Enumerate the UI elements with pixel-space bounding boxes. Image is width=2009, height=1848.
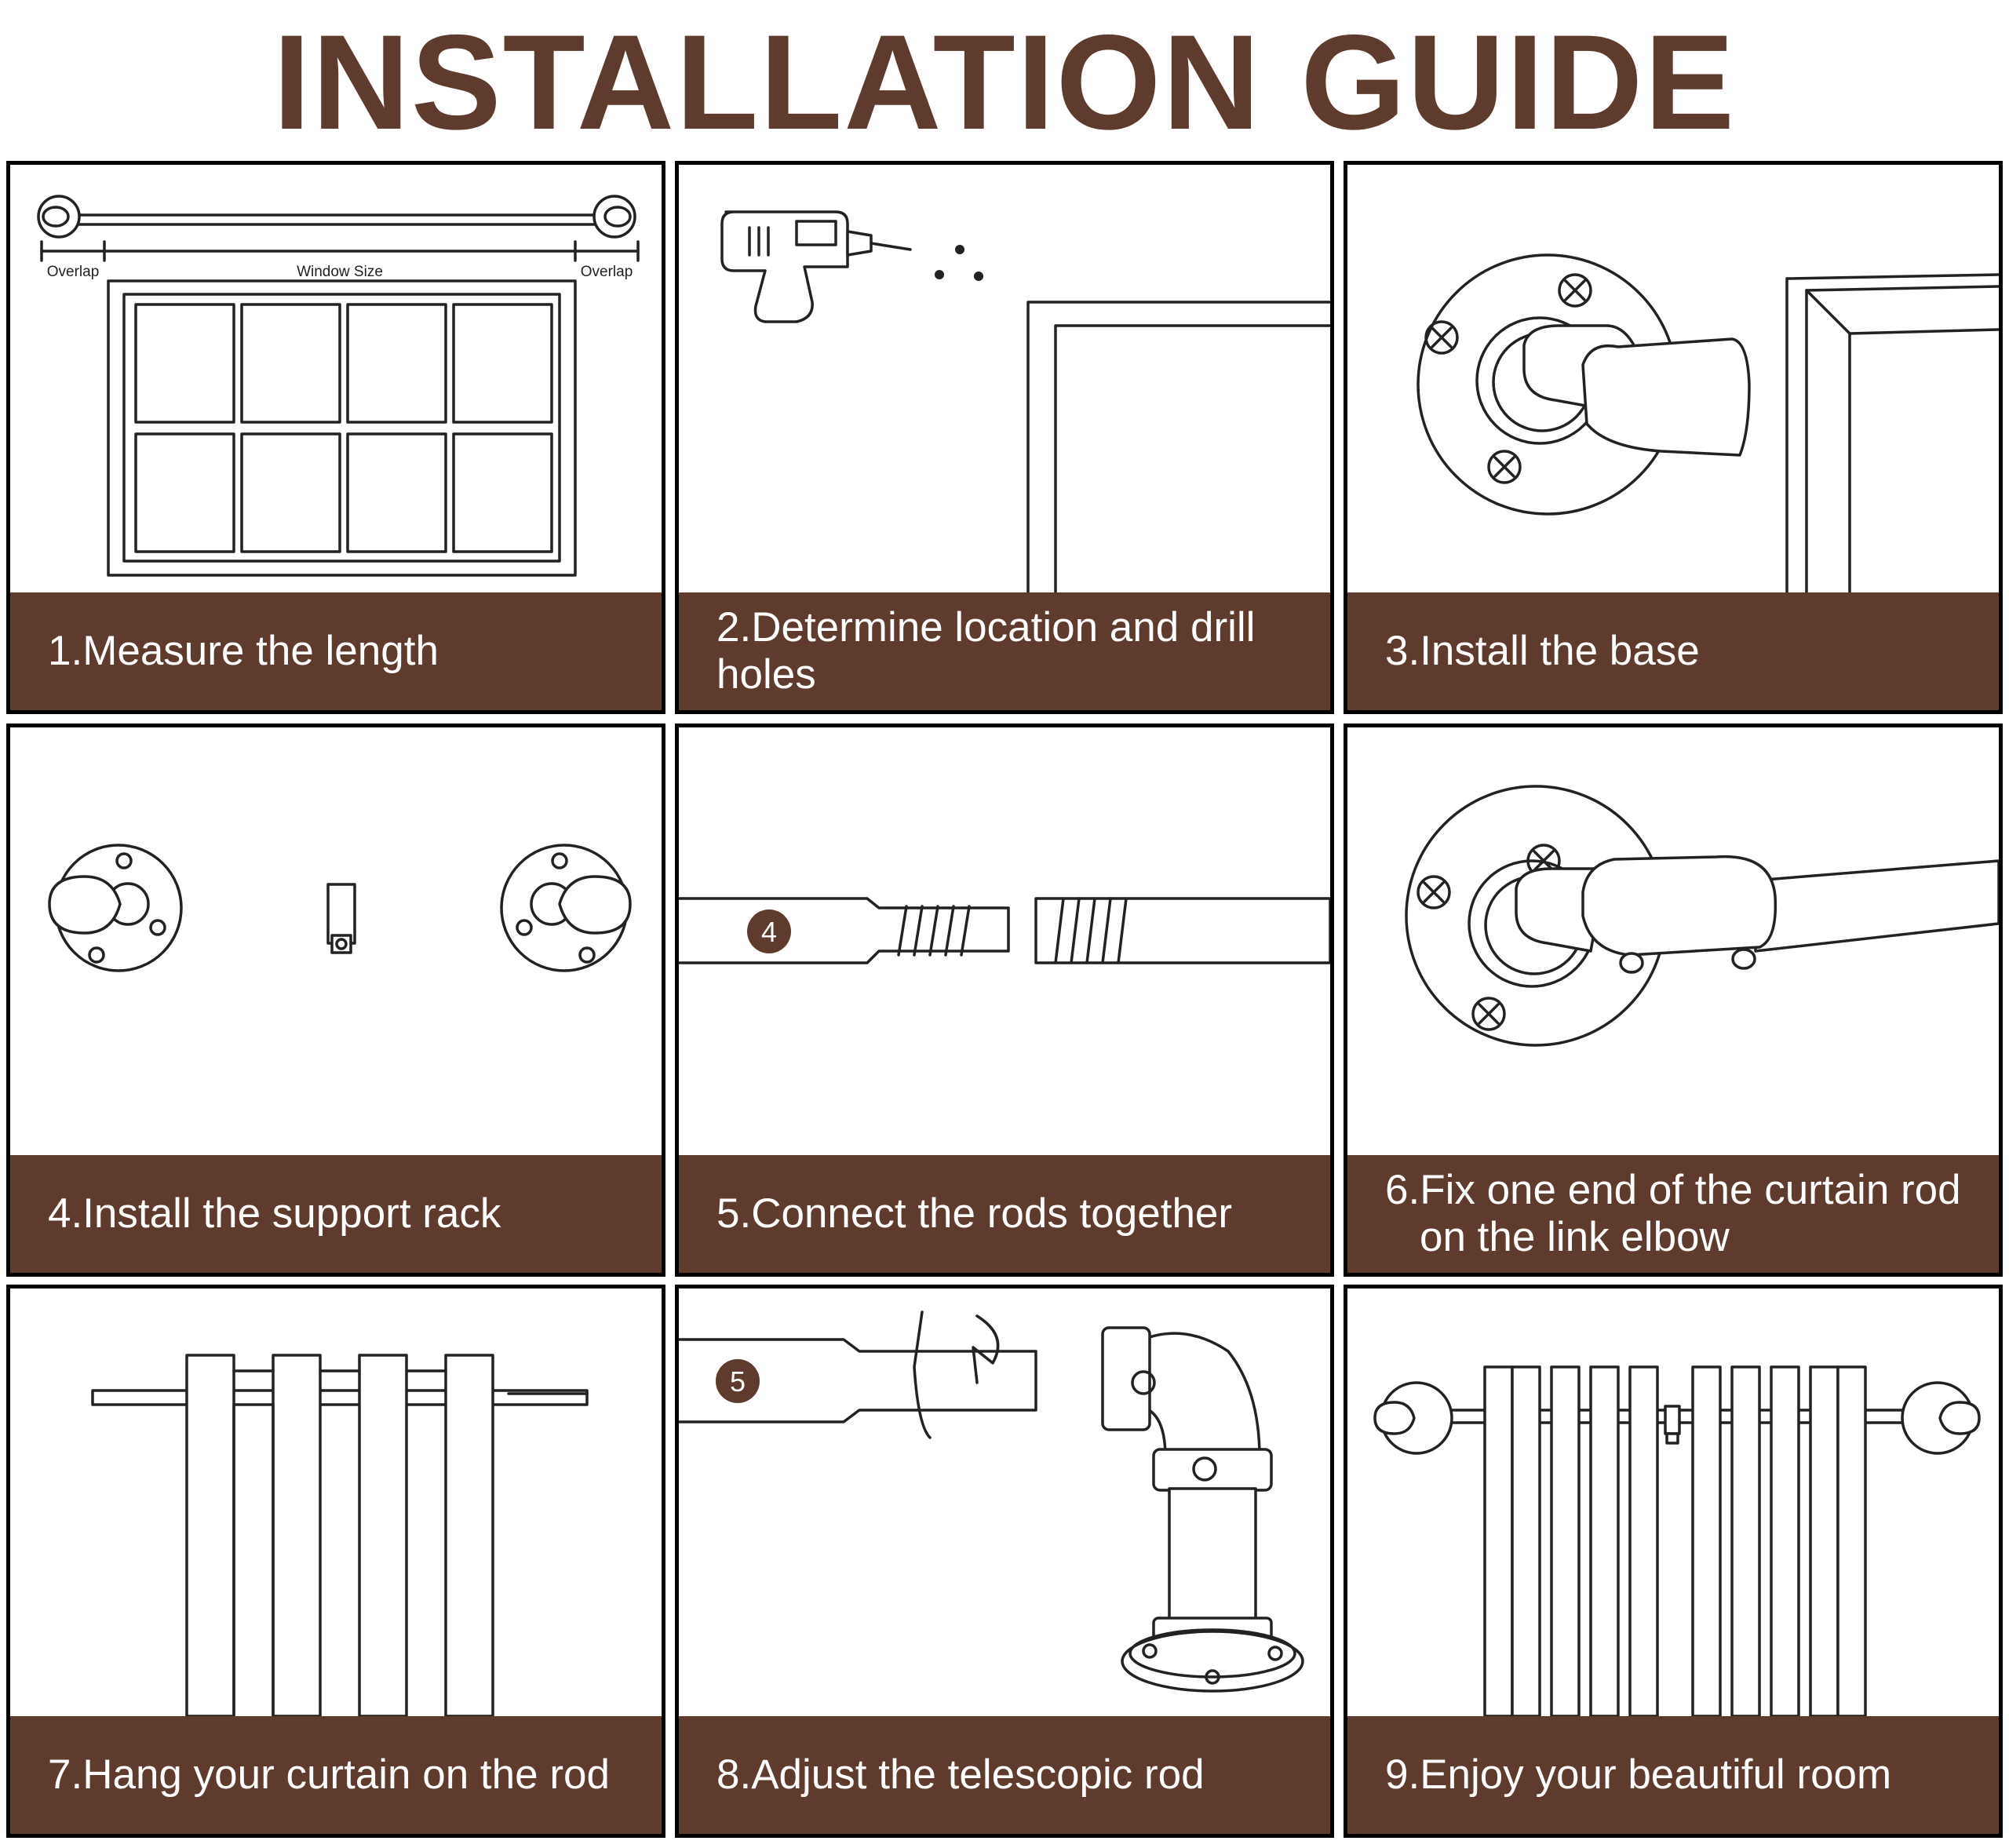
curtain-left — [1483, 1365, 1659, 1716]
step-5-caption: 5.Connect the rods together — [679, 1155, 1330, 1273]
drill-icon — [679, 165, 1330, 592]
curtain-icon — [10, 1288, 662, 1716]
step-7-caption: 7.Hang your curtain on the rod — [10, 1716, 662, 1834]
step-4-caption: 4.Install the support rack — [10, 1155, 662, 1273]
step-1-caption: 1.Measure the length — [10, 592, 662, 710]
elbow-rod-icon — [1347, 727, 1999, 1155]
step-8-panel: 5 8.Adjust the telescopic rod — [675, 1285, 1334, 1838]
step-badge — [716, 1359, 760, 1403]
step-9-label: 9.Enjoy your beautiful room — [1385, 1751, 1892, 1798]
step-6-label-line2: on the link elbow — [1420, 1214, 1730, 1260]
step-7-label: 7.Hang your curtain on the rod — [48, 1751, 610, 1798]
step-6-label-line1: 6.Fix one end of the curtain rod — [1385, 1167, 1961, 1213]
window-measure-icon: Overlap Window Size Overlap — [10, 165, 662, 592]
step-4-label: 4.Install the support rack — [48, 1190, 501, 1237]
step-8-label: 8.Adjust the telescopic rod — [716, 1751, 1205, 1798]
step-4-panel: 4.Install the support rack — [6, 724, 665, 1277]
step-badge — [747, 909, 791, 953]
step-1-panel: Overlap Window Size Overlap 1.Measure th… — [6, 161, 665, 714]
step-badge-number: 4 — [761, 916, 777, 948]
step-9-caption: 9.Enjoy your beautiful room — [1347, 1716, 1999, 1834]
step-5-panel: 4 5.Connect the rods together — [675, 724, 1334, 1277]
step-9-panel: 9.Enjoy your beautiful room — [1344, 1285, 2003, 1838]
step-8-caption: 8.Adjust the telescopic rod — [679, 1716, 1330, 1834]
page-title: INSTALLATION GUIDE — [272, 7, 1737, 158]
step-2-caption: 2.Determine location and drill holes — [679, 592, 1330, 710]
wall-flange-icon — [1347, 165, 1999, 592]
curtain-right — [1691, 1365, 1867, 1716]
step-3-label: 3.Install the base — [1385, 628, 1700, 674]
support-rack-icon — [10, 727, 662, 1155]
step-6-panel: 6.Fix one end of the curtain rod on the … — [1344, 724, 2003, 1277]
step-1-label: 1.Measure the length — [48, 628, 439, 674]
overlap-right-label: Overlap — [581, 264, 633, 280]
finished-curtain-icon — [1347, 1288, 1999, 1716]
rod-adjust-icon: 5 — [679, 1288, 1330, 1716]
step-6-caption: 6.Fix one end of the curtain rod on the … — [1347, 1155, 1999, 1273]
step-5-label: 5.Connect the rods together — [716, 1190, 1233, 1237]
step-2-label: 2.Determine location and drill holes — [716, 604, 1256, 698]
window-size-label: Window Size — [297, 264, 383, 280]
step-7-panel: 7.Hang your curtain on the rod — [6, 1285, 665, 1838]
overlap-left-label: Overlap — [47, 264, 100, 280]
step-2-panel: 2.Determine location and drill holes — [675, 161, 1334, 714]
window-panes — [134, 303, 553, 553]
telescopic-rod-icon: 4 — [679, 727, 1330, 1155]
step-3-caption: 3.Install the base — [1347, 592, 1999, 710]
step-3-panel: 3.Install the base — [1344, 161, 2003, 714]
step-badge-number: 5 — [730, 1365, 746, 1398]
